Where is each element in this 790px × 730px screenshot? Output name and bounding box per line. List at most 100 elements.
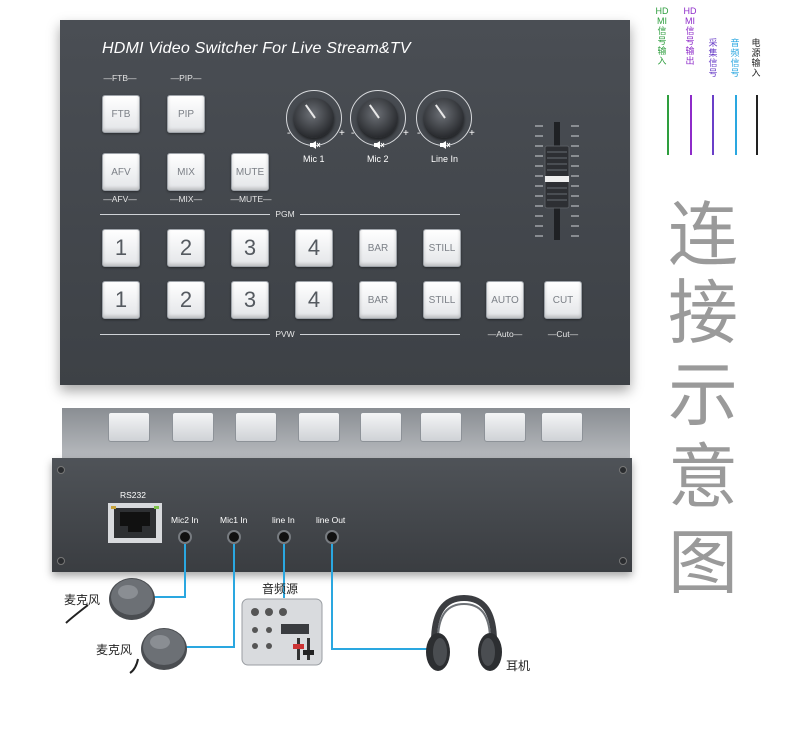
- legend-hdmi-input: HDMI信号输入: [655, 6, 669, 66]
- cable-line-in: [283, 544, 285, 598]
- afv-button[interactable]: AFV: [102, 153, 140, 191]
- pvw-button-3[interactable]: 3: [231, 281, 269, 319]
- cable-line-out-vertical: [331, 544, 333, 650]
- port-label-line-in: line In: [272, 515, 295, 525]
- headphones-label: 耳机: [506, 659, 531, 673]
- knob-line-in[interactable]: [414, 88, 474, 148]
- cable-mic1-vertical: [233, 544, 235, 648]
- pgm-button-bar[interactable]: BAR: [359, 229, 397, 267]
- key-cap: [420, 412, 462, 442]
- knob-mic2[interactable]: [348, 88, 408, 148]
- auto-button[interactable]: AUTO: [486, 281, 524, 319]
- screw: [57, 557, 65, 565]
- microphone-icon: [65, 578, 155, 624]
- pvw-button-1[interactable]: 1: [102, 281, 140, 319]
- t-bar-fader[interactable]: [533, 122, 581, 240]
- mic1-jack[interactable]: [227, 530, 241, 544]
- microphone-label-b: 麦克风: [96, 643, 133, 657]
- pgm-button-1[interactable]: 1: [102, 229, 140, 267]
- pvw-button-still[interactable]: STILL: [423, 281, 461, 319]
- knob2-plus: +: [403, 128, 409, 139]
- line-in-jack[interactable]: [277, 530, 291, 544]
- side-title-char: 意: [668, 438, 738, 516]
- legend-bar-audio: [735, 95, 737, 155]
- ftb-button[interactable]: FTB: [102, 95, 140, 133]
- mute-group-label: —MUTE—: [230, 194, 272, 204]
- pvw-button-4[interactable]: 4: [295, 281, 333, 319]
- pgm-button-still[interactable]: STILL: [423, 229, 461, 267]
- mute-icon: [374, 141, 385, 149]
- mute-icon: [440, 141, 451, 149]
- mix-group-label: —MIX—: [169, 194, 203, 204]
- side-title-char: 图: [668, 524, 738, 602]
- pgm-button-4[interactable]: 4: [295, 229, 333, 267]
- key-cap: [541, 412, 583, 442]
- rj45-port-icon[interactable]: [108, 503, 162, 543]
- legend-bar-capture: [712, 95, 714, 155]
- knob2-label: Mic 2: [367, 154, 389, 164]
- panel-title: HDMI Video Switcher For Live Stream&TV: [102, 40, 411, 57]
- pgm-button-2[interactable]: 2: [167, 229, 205, 267]
- cable-mic2-horizontal: [150, 596, 186, 598]
- key-cap: [235, 412, 277, 442]
- pvw-button-2[interactable]: 2: [167, 281, 205, 319]
- microphone-icon: [129, 628, 187, 674]
- pvw-line-right: [300, 334, 460, 335]
- port-label-mic1: Mic1 In: [220, 515, 248, 525]
- cable-line-out-horizontal: [331, 648, 431, 650]
- pip-group-label: —PIP—: [170, 73, 202, 83]
- screw: [619, 557, 627, 565]
- line-out-jack[interactable]: [325, 530, 339, 544]
- key-cap: [484, 412, 526, 442]
- pvw-line-left: [100, 334, 270, 335]
- knob1-minus: -: [287, 128, 291, 139]
- knob-mic1[interactable]: [284, 88, 344, 148]
- knob1-label: Mic 1: [303, 154, 325, 164]
- key-cap: [172, 412, 214, 442]
- audio-source-label: 音频源: [262, 582, 299, 596]
- control-panel: [60, 20, 630, 385]
- port-label-mic2: Mic2 In: [171, 515, 199, 525]
- mute-icon: [310, 141, 321, 149]
- cable-mic2-vertical: [184, 544, 186, 598]
- legend-audio: 音频信号: [730, 38, 740, 78]
- headphones-icon: [426, 594, 502, 671]
- legend-capture: 采集信号: [708, 38, 718, 78]
- pgm-line-right: [300, 214, 460, 215]
- pip-button[interactable]: PIP: [167, 95, 205, 133]
- rs232-label: RS232: [120, 490, 146, 500]
- device-top-surface: [62, 408, 630, 460]
- cut-button[interactable]: CUT: [544, 281, 582, 319]
- cable-mic1-horizontal: [182, 646, 235, 648]
- key-cap: [360, 412, 402, 442]
- side-title-char: 连: [668, 196, 738, 274]
- pvw-label: PVW: [275, 329, 295, 339]
- key-cap: [108, 412, 150, 442]
- key-cap: [298, 412, 340, 442]
- cut-group-label: —Cut—: [547, 329, 579, 339]
- side-title-char: 示: [668, 356, 738, 434]
- legend-bar-hdmi-input: [667, 95, 669, 155]
- pgm-line-left: [100, 214, 270, 215]
- knob2-minus: -: [351, 128, 355, 139]
- mute-button[interactable]: MUTE: [231, 153, 269, 191]
- ftb-group-label: —FTB—: [103, 73, 137, 83]
- mic2-jack[interactable]: [178, 530, 192, 544]
- screw: [619, 466, 627, 474]
- knob3-minus: -: [417, 128, 421, 139]
- port-label-line-out: line Out: [316, 515, 346, 525]
- mix-button[interactable]: MIX: [167, 153, 205, 191]
- legend-bar-hdmi-output: [690, 95, 692, 155]
- auto-group-label: —Auto—: [487, 329, 523, 339]
- legend-hdmi-output: HDMI信号输出: [683, 6, 697, 66]
- pvw-button-bar[interactable]: BAR: [359, 281, 397, 319]
- knob1-plus: +: [339, 128, 345, 139]
- pgm-label: PGM: [275, 209, 295, 219]
- knob3-label: Line In: [431, 154, 459, 164]
- microphone-label-a: 麦克风: [64, 593, 101, 607]
- pgm-button-3[interactable]: 3: [231, 229, 269, 267]
- legend-power: 电源输入: [751, 38, 761, 78]
- screw: [57, 466, 65, 474]
- side-title-char: 接: [668, 274, 738, 352]
- legend-bar-power: [756, 95, 758, 155]
